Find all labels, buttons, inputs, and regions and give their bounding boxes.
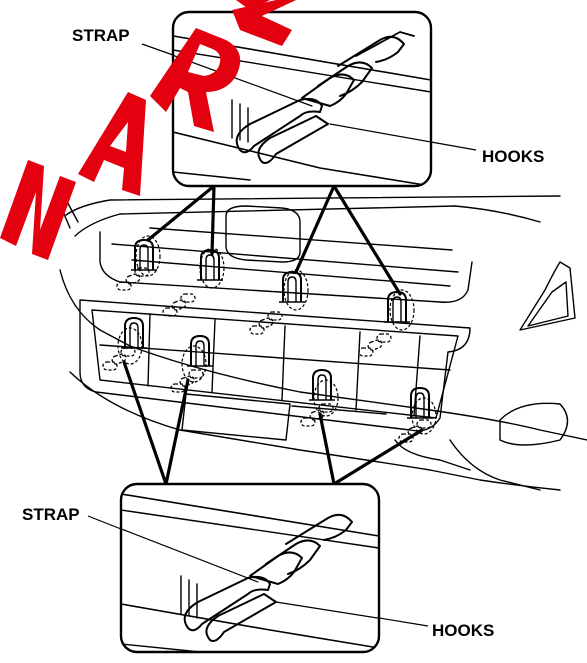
red-watermark	[0, 0, 296, 260]
strap-label-top: STRAP	[72, 26, 130, 45]
top-callout-lines	[146, 184, 402, 296]
hooks-label-bottom: HOOKS	[432, 621, 495, 640]
hooks-label-top: HOOKS	[482, 147, 545, 166]
grille-hooks	[130, 239, 411, 323]
bumper-drawing	[57, 195, 587, 491]
bottom-detail-inset	[119, 482, 381, 654]
bottom-callout-lines	[122, 360, 424, 486]
strap-label-bottom: STRAP	[22, 505, 80, 524]
dashed-chain-links	[102, 267, 432, 443]
label-leaders	[87, 43, 477, 627]
